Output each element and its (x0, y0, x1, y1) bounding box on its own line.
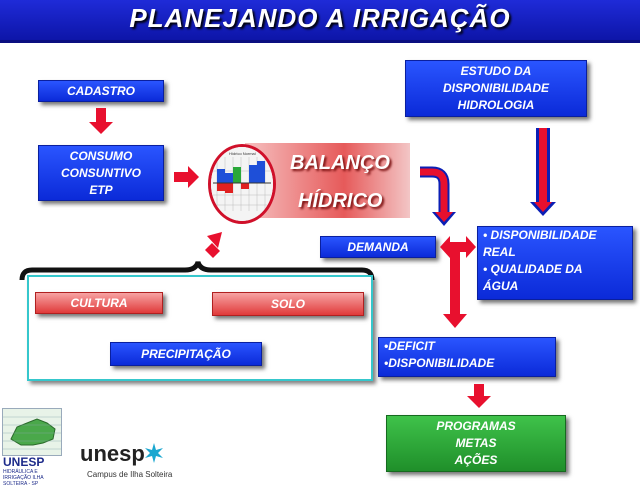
arrow-consumo-to-balanco (174, 166, 199, 188)
arrow-factors-to-balanco (205, 232, 222, 258)
unesp-left-label: UNESP (3, 455, 45, 469)
cultura-box: CULTURA (35, 292, 163, 314)
estudo-line-1: ESTUDO DA (460, 64, 532, 78)
arrow-estudo-to-disponibilidade (530, 128, 556, 216)
chart-thumbnail-icon (211, 147, 273, 221)
estudo-box: ESTUDO DA DISPONIBILIDADE HIDROLOGIA (405, 60, 587, 117)
consumo-line-3: ETP (89, 182, 113, 197)
consumo-line-2: CONSUNTIVO (60, 165, 141, 180)
arrow-deficit-to-programas (467, 384, 491, 408)
balanco-line-1: BALANÇO (290, 152, 390, 174)
balanco-line-2: HÍDRICO (298, 190, 383, 212)
disponibilidade-box: • DISPONIBILIDADE REAL • QUALIDADE DA ÁG… (477, 226, 633, 300)
solo-box: SOLO (212, 292, 364, 316)
arrow-to-deficit (443, 252, 467, 328)
programas-line-2: METAS (455, 436, 497, 450)
programas-box: PROGRAMAS METAS AÇÕES (386, 415, 566, 472)
cultura-label: CULTURA (70, 295, 128, 310)
demanda-box: DEMANDA (320, 236, 436, 258)
water-balance-chart-thumbnail: Hídrico Normal (208, 144, 276, 224)
solo-label: SOLO (270, 296, 305, 311)
chart-thumbnail-title: Hídrico Normal (229, 151, 256, 156)
disponibilidade-line-2: REAL (483, 245, 516, 259)
estudo-line-3: HIDROLOGIA (457, 98, 535, 112)
deficit-line-1: •DEFICIT (384, 339, 435, 353)
arrow-cadastro-to-consumo (89, 108, 113, 134)
programas-line-1: PROGRAMAS (436, 419, 516, 433)
unesp-hidraulica-logo (2, 408, 62, 456)
disponibilidade-line-1: • DISPONIBILIDADE (483, 228, 597, 242)
precipitacao-box: PRECIPITAÇÃO (110, 342, 262, 366)
title-bar: PLANEJANDO A IRRIGAÇÃO (0, 0, 640, 43)
consumo-line-1: CONSUMO (69, 148, 133, 163)
arrow-demanda-disponibilidade (440, 236, 476, 258)
demanda-label: DEMANDA (347, 239, 409, 254)
disponibilidade-line-3: • QUALIDADE DA (483, 262, 583, 276)
deficit-box: •DEFICIT •DISPONIBILIDADE (378, 337, 556, 377)
cadastro-label: CADASTRO (67, 83, 135, 98)
unesp-left-sub: HIDRÁULICA E IRRIGAÇÃO ILHA SOLTEIRA - S… (3, 469, 44, 487)
campus-label: Campus de Ilha Solteira (87, 470, 173, 479)
consumo-box: CONSUMO CONSUNTIVO ETP (38, 145, 164, 201)
unesp-star-icon (143, 442, 165, 469)
precipitacao-label: PRECIPITAÇÃO (141, 346, 231, 361)
disponibilidade-line-4: ÁGUA (483, 279, 519, 293)
programas-line-3: AÇÕES (454, 453, 498, 467)
estudo-line-2: DISPONIBILIDADE (442, 81, 549, 95)
arrow-balanco-curve (420, 166, 456, 226)
unesp-brand-text: unesp (80, 441, 145, 466)
cadastro-box: CADASTRO (38, 80, 164, 102)
page-title: PLANEJANDO A IRRIGAÇÃO (129, 3, 511, 33)
deficit-line-2: •DISPONIBILIDADE (384, 356, 495, 370)
sao-paulo-map-icon (3, 416, 61, 450)
